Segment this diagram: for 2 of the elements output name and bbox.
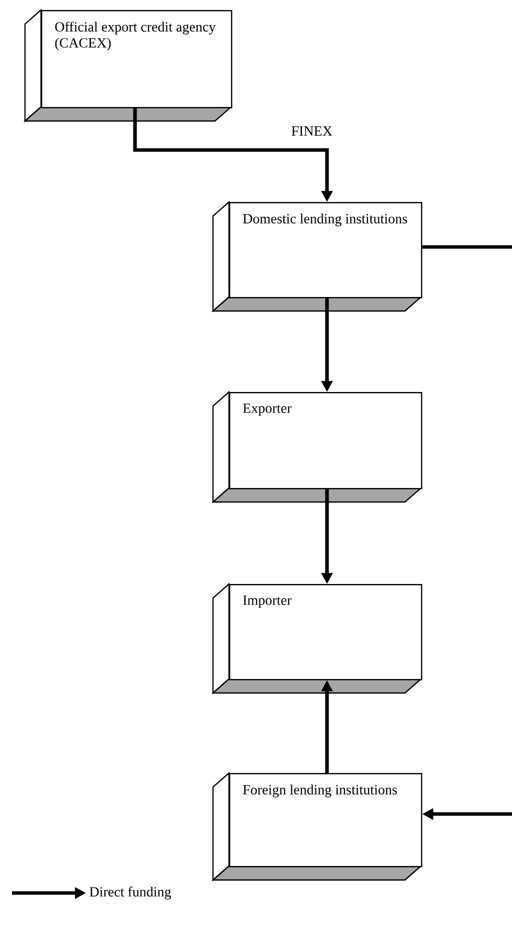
- edge-label: FINEX: [292, 126, 332, 136]
- legend-label: Direct funding: [90, 886, 171, 900]
